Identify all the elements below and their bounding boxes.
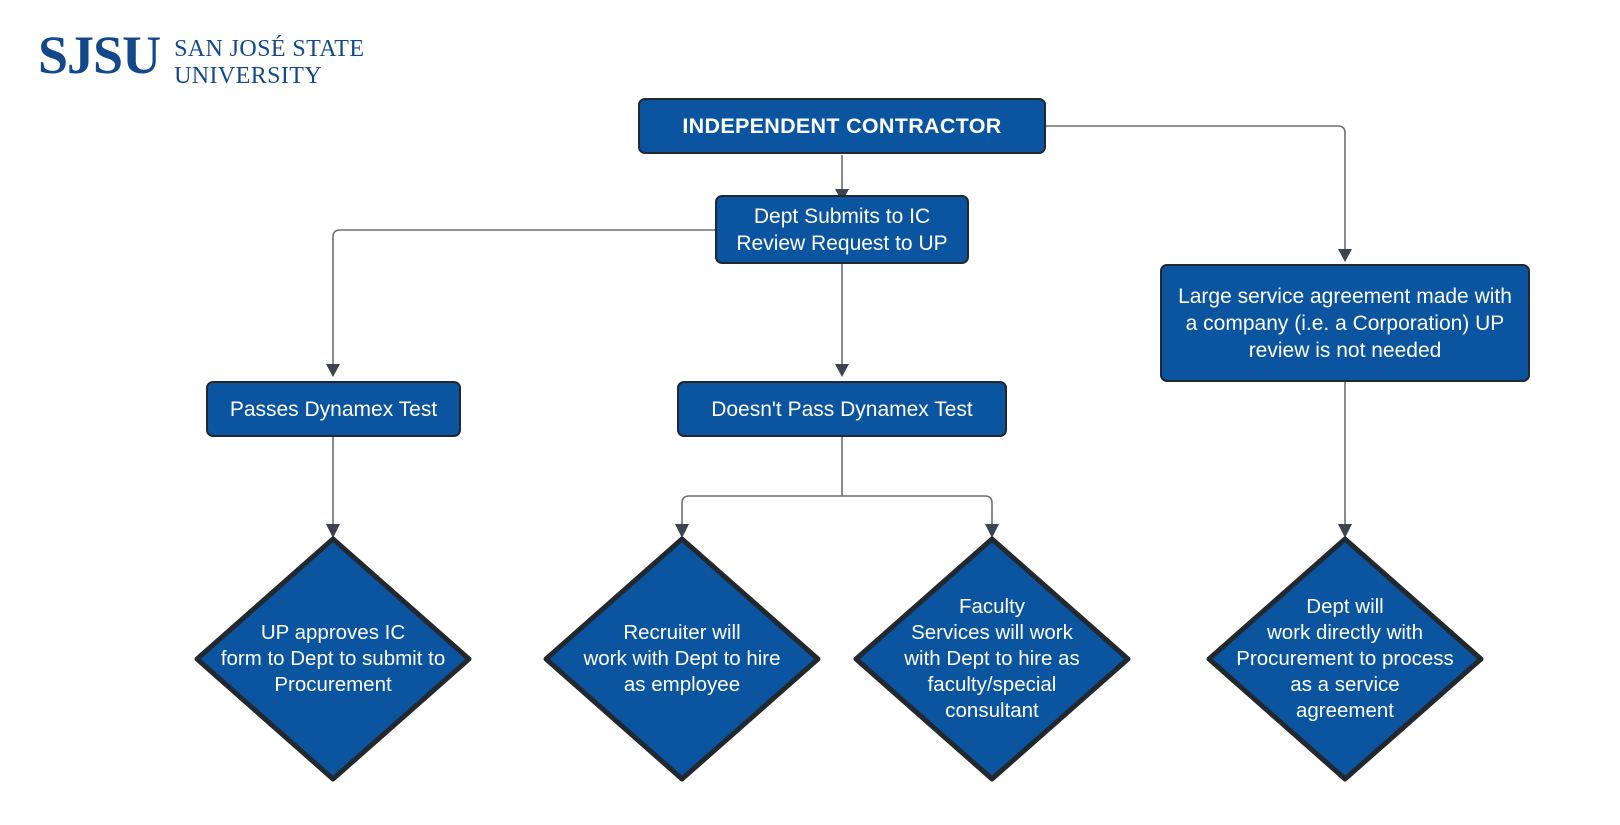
edge-fails-to-faculty [842, 495, 993, 525]
diamond-shape-dept-direct [1206, 536, 1484, 782]
node-recruiter-label: Recruiter will work with Dept to hire as… [583, 621, 781, 696]
node-passes-dynamex-test[interactable]: Passes Dynamex Test [206, 381, 461, 437]
node-doesnt-pass-dynamex-test[interactable]: Doesn't Pass Dynamex Test [677, 381, 1007, 437]
node-recruiter-hire-employee[interactable]: Recruiter will work with Dept to hire as… [542, 535, 822, 783]
node-dept-works-with-procurement[interactable]: Dept will work directly with Procurement… [1205, 535, 1485, 783]
diamond-shape-recruiter [543, 536, 821, 782]
node-independent-contractor[interactable]: INDEPENDENT CONTRACTOR [638, 98, 1046, 154]
node-up-approves-ic-form[interactable]: UP approves IC form to Dept to submit to… [193, 535, 473, 783]
node-dept-direct-label: Dept will work directly with Procurement… [1236, 595, 1454, 722]
diamond-shape-faculty [853, 536, 1131, 782]
edge-submit-to-passes [332, 229, 715, 365]
sjsu-logo: SJSU SAN JOSÉ STATE UNIVERSITY [38, 28, 364, 90]
edge-fails-to-recruiter [681, 495, 842, 525]
edge-start-to-large-service [1046, 125, 1346, 250]
node-large-service-agreement[interactable]: Large service agreement made with a comp… [1160, 264, 1530, 382]
arrowhead-passes [326, 364, 340, 377]
arrowhead-fails [835, 364, 849, 377]
arrowhead-large-service [1338, 249, 1352, 262]
node-faculty-services-hire[interactable]: Faculty Services will work with Dept to … [852, 535, 1132, 783]
diamond-shape-up-approves [194, 536, 472, 782]
sjsu-logo-mark: SJSU [38, 25, 161, 85]
node-faculty-label: Faculty Services will work with Dept to … [904, 595, 1080, 722]
node-dept-submits-ic-review[interactable]: Dept Submits to IC Review Request to UP [715, 195, 969, 264]
node-up-approves-label: UP approves IC form to Dept to submit to… [220, 621, 446, 696]
sjsu-logo-wordmark: SAN JOSÉ STATE UNIVERSITY [174, 36, 365, 89]
